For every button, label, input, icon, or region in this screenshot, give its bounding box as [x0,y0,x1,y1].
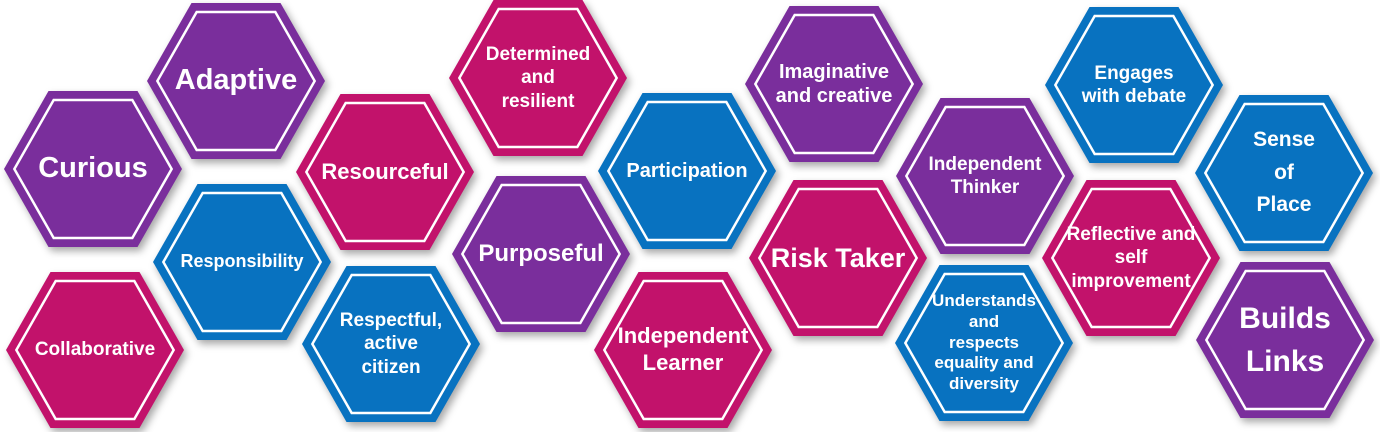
hexagon-imaginative-and-creative: Imaginative and creative [745,6,923,162]
hexagon-label-reflective-and-self-improvement: Reflective and self improvement [1066,224,1196,292]
hexagon-risk-taker: Risk Taker [749,180,927,336]
hexagon-label-risk-taker: Risk Taker [770,242,906,273]
hexagon-label-purposeful: Purposeful [478,240,604,268]
hexagon-label-respectful-active-citizen: Respectful, active citizen [339,310,443,378]
hexagon-respectful-active-citizen: Respectful, active citizen [302,266,480,422]
hexagon-engages-with-debate: Engages with debate [1045,7,1223,163]
hexagon-understands-and-respects: Understands and respects equality and di… [895,265,1073,421]
hexagon-label-curious: Curious [38,152,148,185]
hexagon-determined-and-resilient: Determined and resilient [449,0,627,156]
hexagon-label-collaborative: Collaborative [34,339,156,361]
hexagon-responsibility: Responsibility [153,184,331,340]
hexagon-label-engages-with-debate: Engages with debate [1081,62,1187,107]
hexagon-independent-thinker: Independent Thinker [896,98,1074,254]
hexagon-label-participation: Participation [626,159,748,182]
hexagon-label-determined-and-resilient: Determined and resilient [485,44,591,112]
hexagon-sense-of-place: Sense of Place [1195,95,1373,251]
hexagon-label-imaginative-and-creative: Imaginative and creative [775,60,893,107]
hexagon-label-sense-of-place: Sense of Place [1253,128,1315,217]
hexagon-label-builds-links: Builds Links [1239,301,1331,379]
hexagon-curious: Curious [4,91,182,247]
hexagon-label-adaptive: Adaptive [174,64,298,97]
hexagon-label-responsibility: Responsibility [180,251,304,272]
hexagon-label-independent-learner: Independent Learner [617,323,749,375]
hexagon-adaptive: Adaptive [147,3,325,159]
hexagon-collaborative: Collaborative [6,272,184,428]
hexagon-purposeful: Purposeful [452,176,630,332]
hexagon-label-resourceful: Resourceful [321,158,449,184]
hexagon-label-understands-and-respects: Understands and respects equality and di… [932,291,1036,394]
hexagon-builds-links: Builds Links [1196,262,1374,418]
hexagon-independent-learner: Independent Learner [594,272,772,428]
hexagon-resourceful: Resourceful [296,94,474,250]
hexagon-participation: Participation [598,93,776,249]
hexagon-reflective-and-self-improvement: Reflective and self improvement [1042,180,1220,336]
hexagon-label-independent-thinker: Independent Thinker [928,153,1042,198]
